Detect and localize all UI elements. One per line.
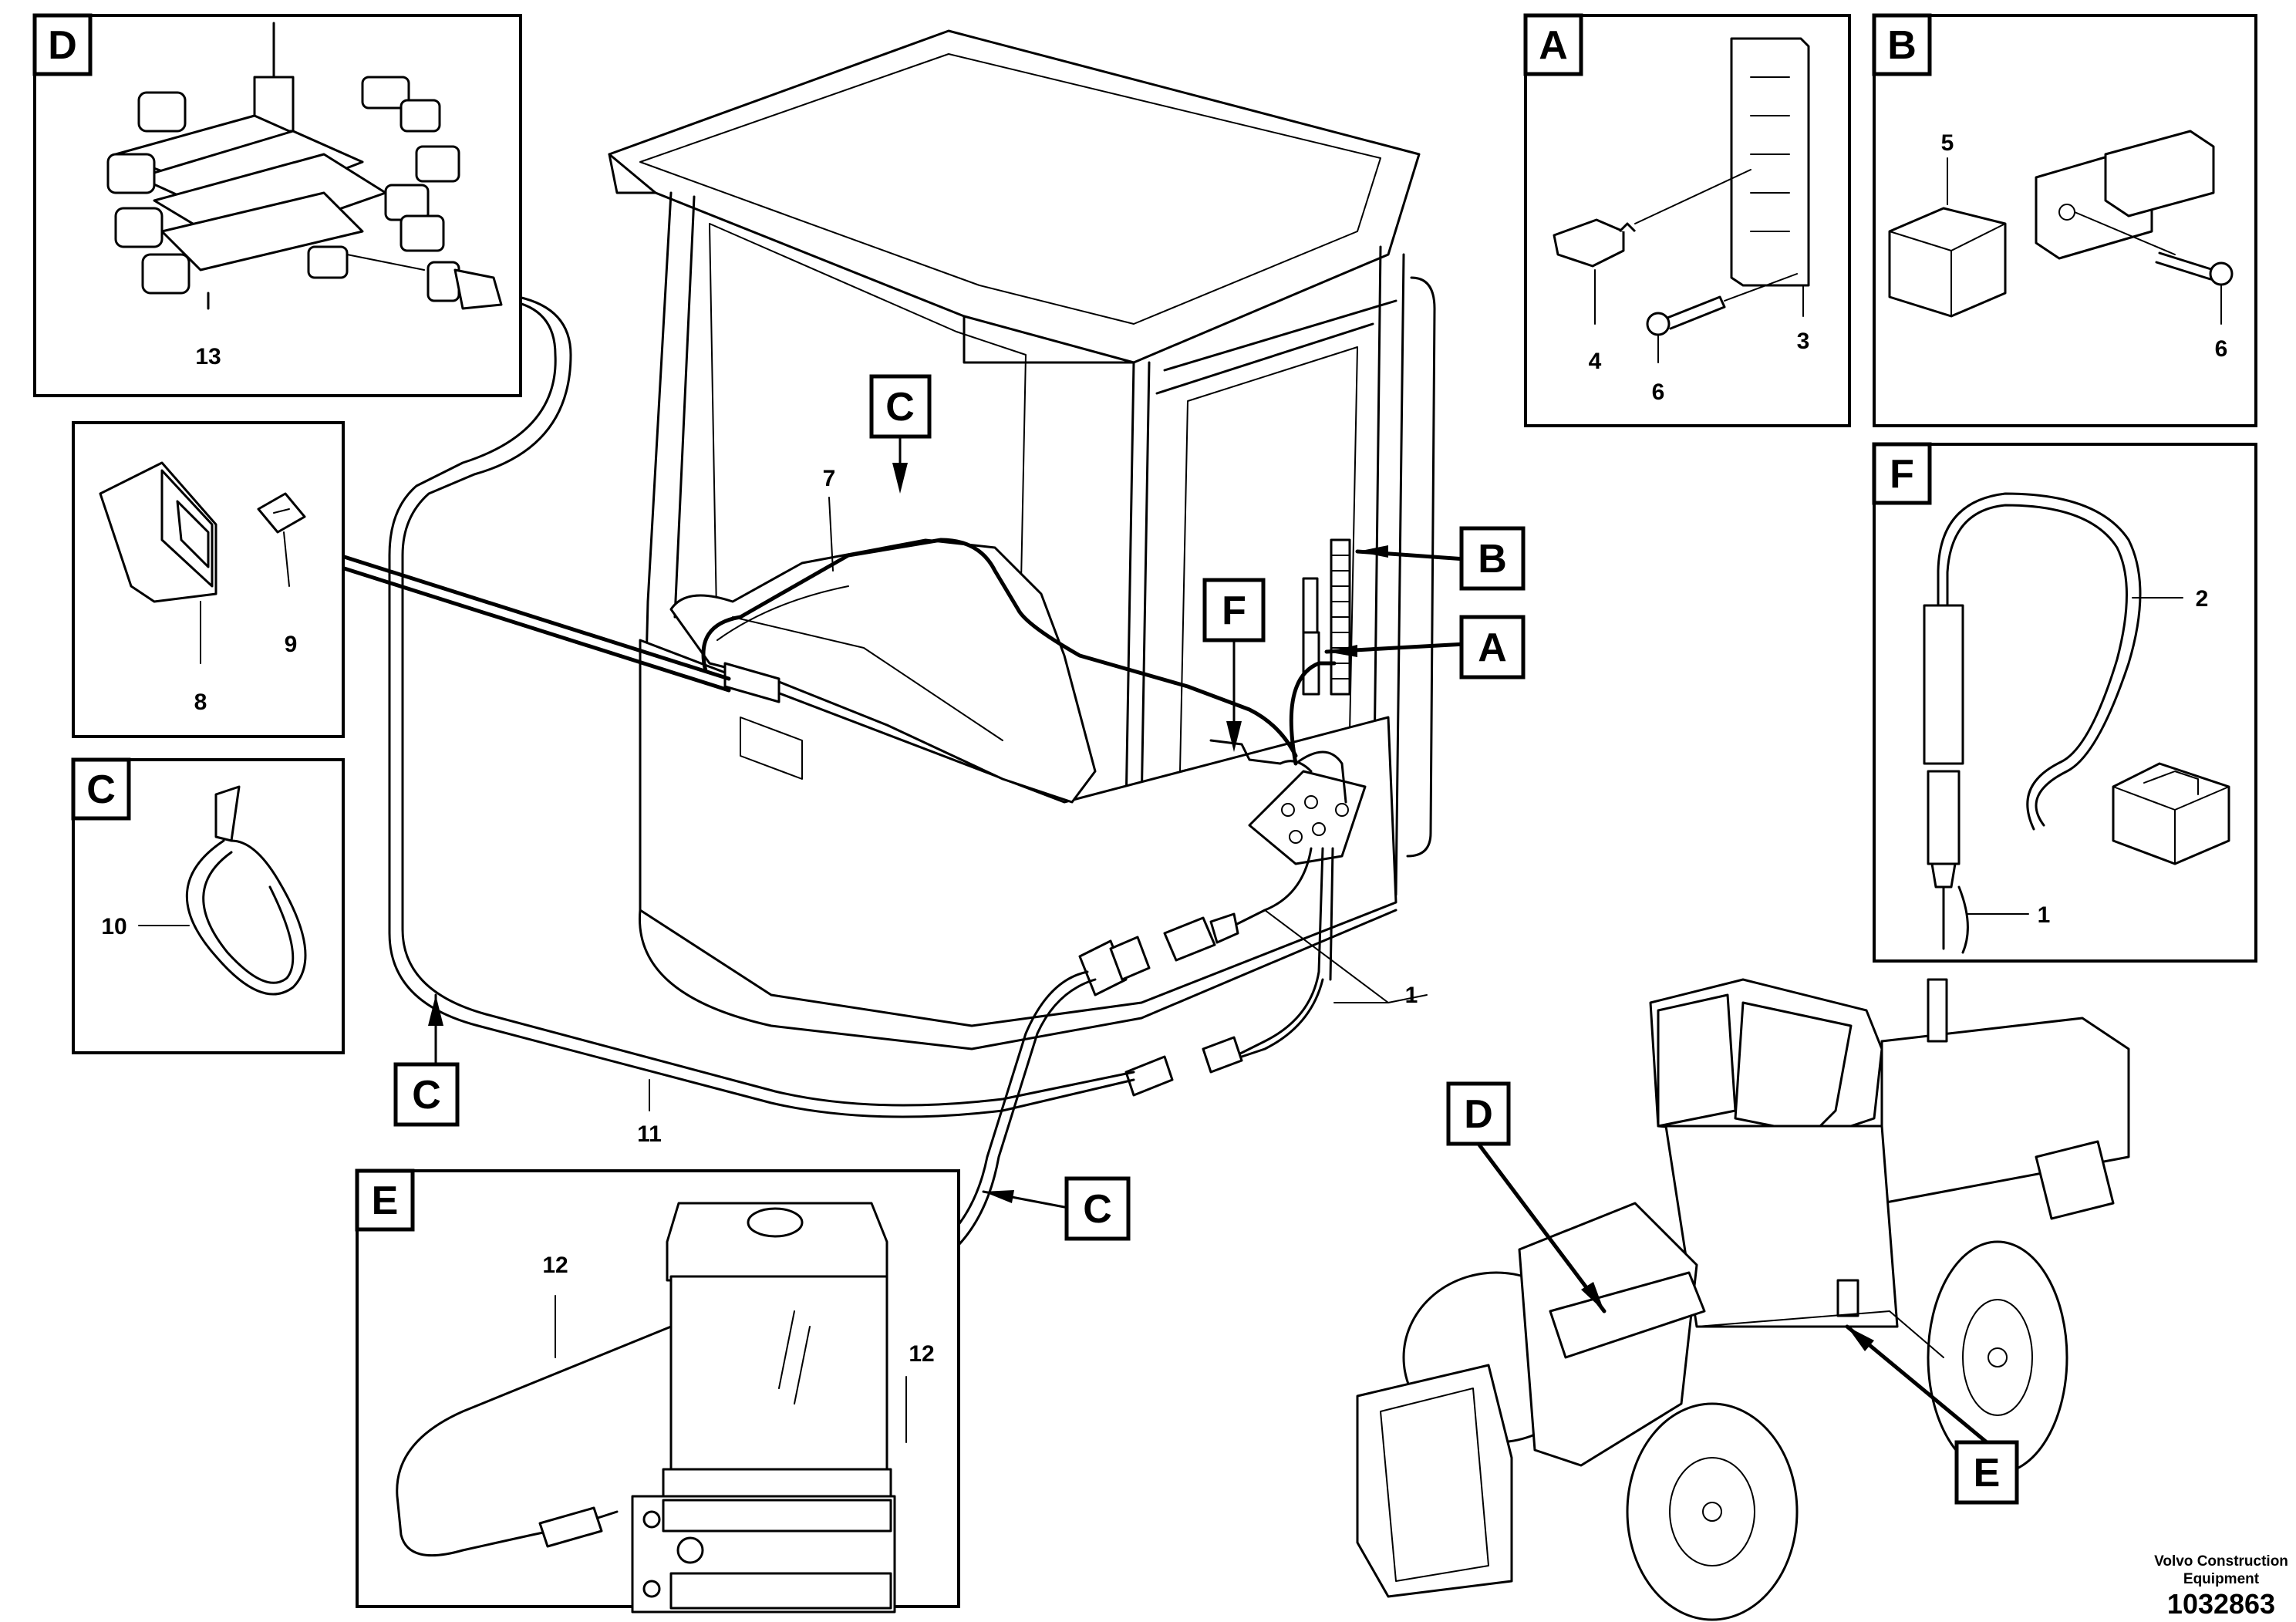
callout-e-loader-label: E bbox=[1974, 1451, 2001, 1496]
grease-pump bbox=[631, 1202, 896, 1614]
fuse-holder bbox=[1730, 37, 1810, 287]
callout-c-bottom-label: C bbox=[1083, 1187, 1112, 1232]
sensor-cable bbox=[1923, 492, 2142, 954]
part-number-4: 4 bbox=[1589, 349, 1602, 374]
inset-label-d: D bbox=[48, 23, 77, 68]
coupler bbox=[1078, 912, 1243, 1097]
callout-d-loader-label: D bbox=[1464, 1092, 1493, 1137]
part-number-2: 2 bbox=[2196, 586, 2209, 612]
fuse bbox=[1553, 218, 1637, 268]
callout-b: B bbox=[1355, 526, 1526, 591]
callout-d-loader: D bbox=[1446, 1081, 1607, 1313]
inset-a: A 4 6 3 bbox=[1523, 13, 1851, 427]
pump-cable bbox=[396, 1325, 673, 1557]
part-number-9: 9 bbox=[285, 632, 298, 657]
inset-label-c: C bbox=[86, 767, 116, 812]
hydraulic-valve-block bbox=[106, 22, 503, 310]
part-number-12-b: 12 bbox=[909, 1341, 934, 1367]
callout-f: F bbox=[1202, 578, 1266, 752]
callout-b-label: B bbox=[1478, 537, 1507, 582]
callout-e-loader: E bbox=[1845, 1324, 2019, 1505]
part-number-13: 13 bbox=[195, 344, 221, 369]
inset-c: C 10 bbox=[71, 757, 345, 1054]
cab-illustration bbox=[337, 29, 1436, 1274]
fuse-box-a bbox=[1302, 577, 1320, 696]
part-number-7: 7 bbox=[823, 466, 836, 491]
inset-label-f: F bbox=[1890, 452, 1914, 497]
inset-d: D 13 bbox=[32, 13, 522, 397]
part-number-11: 11 bbox=[637, 1121, 662, 1147]
part-number-6-a: 6 bbox=[1652, 379, 1665, 405]
relay bbox=[1888, 207, 2007, 318]
inset-switch: 9 8 bbox=[72, 421, 345, 738]
sensor-connector bbox=[2112, 762, 2230, 865]
callout-c-left-label: C bbox=[412, 1073, 441, 1118]
part-number-3: 3 bbox=[1797, 329, 1810, 354]
symbol-label bbox=[257, 492, 306, 534]
callout-c-top: C bbox=[869, 374, 932, 494]
rocker-switch bbox=[99, 461, 217, 603]
inset-label-e: E bbox=[372, 1179, 399, 1223]
inset-e: E 12 12 bbox=[355, 1168, 960, 1614]
part-number-12-a: 12 bbox=[542, 1253, 568, 1278]
cable-tie bbox=[185, 785, 307, 996]
part-number-8: 8 bbox=[194, 690, 207, 715]
callout-c-bottom: C bbox=[982, 1176, 1131, 1241]
brand-line-2: Equipment bbox=[2183, 1571, 2260, 1587]
callout-a: A bbox=[1324, 615, 1526, 679]
callout-a-label: A bbox=[1478, 626, 1507, 670]
wheel-loader-illustration bbox=[1356, 978, 2130, 1621]
part-number-10: 10 bbox=[101, 914, 126, 939]
part-number-1-f: 1 bbox=[2038, 902, 2051, 928]
inset-label-a: A bbox=[1539, 23, 1568, 68]
part-number-5: 5 bbox=[1941, 130, 1954, 156]
inset-b: B 5 6 bbox=[1872, 13, 2257, 427]
callout-c-top-label: C bbox=[885, 385, 915, 430]
callout-c-left: C bbox=[393, 993, 460, 1127]
part-number-6-b: 6 bbox=[2215, 336, 2228, 362]
inset-label-b: B bbox=[1887, 23, 1917, 68]
drawing-number: 1032863 bbox=[2167, 1588, 2275, 1620]
relay-socket bbox=[2035, 130, 2215, 260]
inset-f: F 2 1 bbox=[1872, 442, 2257, 963]
fuse-box-b bbox=[1330, 538, 1351, 696]
screw bbox=[1646, 295, 1726, 336]
brand-line-1: Volvo Construction bbox=[2154, 1553, 2288, 1570]
callout-f-label: F bbox=[1222, 588, 1246, 633]
part-number-1: 1 bbox=[1405, 983, 1418, 1008]
